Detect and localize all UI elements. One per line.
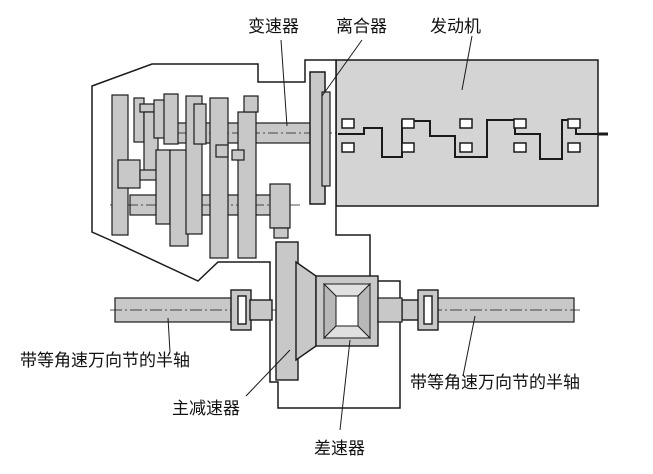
clutch xyxy=(309,71,331,205)
engine-block xyxy=(335,59,599,207)
leader-lines xyxy=(167,35,476,431)
diff-side-output xyxy=(377,297,403,323)
engine-bearings xyxy=(341,118,581,153)
transmission-gears xyxy=(111,93,291,259)
label-half-shaft-left: 带等角速万向节的半轴 xyxy=(20,351,190,371)
label-transmission: 变速器 xyxy=(248,17,299,37)
clutch-disc xyxy=(321,91,331,187)
label-final-drive: 主减速器 xyxy=(172,399,240,419)
cv-joints xyxy=(230,289,439,331)
diff-center xyxy=(335,295,359,327)
label-clutch: 离合器 xyxy=(336,17,387,37)
final-drive-gear xyxy=(275,241,299,381)
label-half-shaft-right: 带等角速万向节的半轴 xyxy=(410,373,580,393)
label-differential: 差速器 xyxy=(314,439,365,459)
engine xyxy=(335,59,608,207)
final-drive-hub xyxy=(295,260,317,362)
label-engine: 发动机 xyxy=(430,17,481,37)
differential xyxy=(315,275,403,347)
crankshaft-profile xyxy=(338,119,598,160)
half-shafts xyxy=(110,289,580,331)
